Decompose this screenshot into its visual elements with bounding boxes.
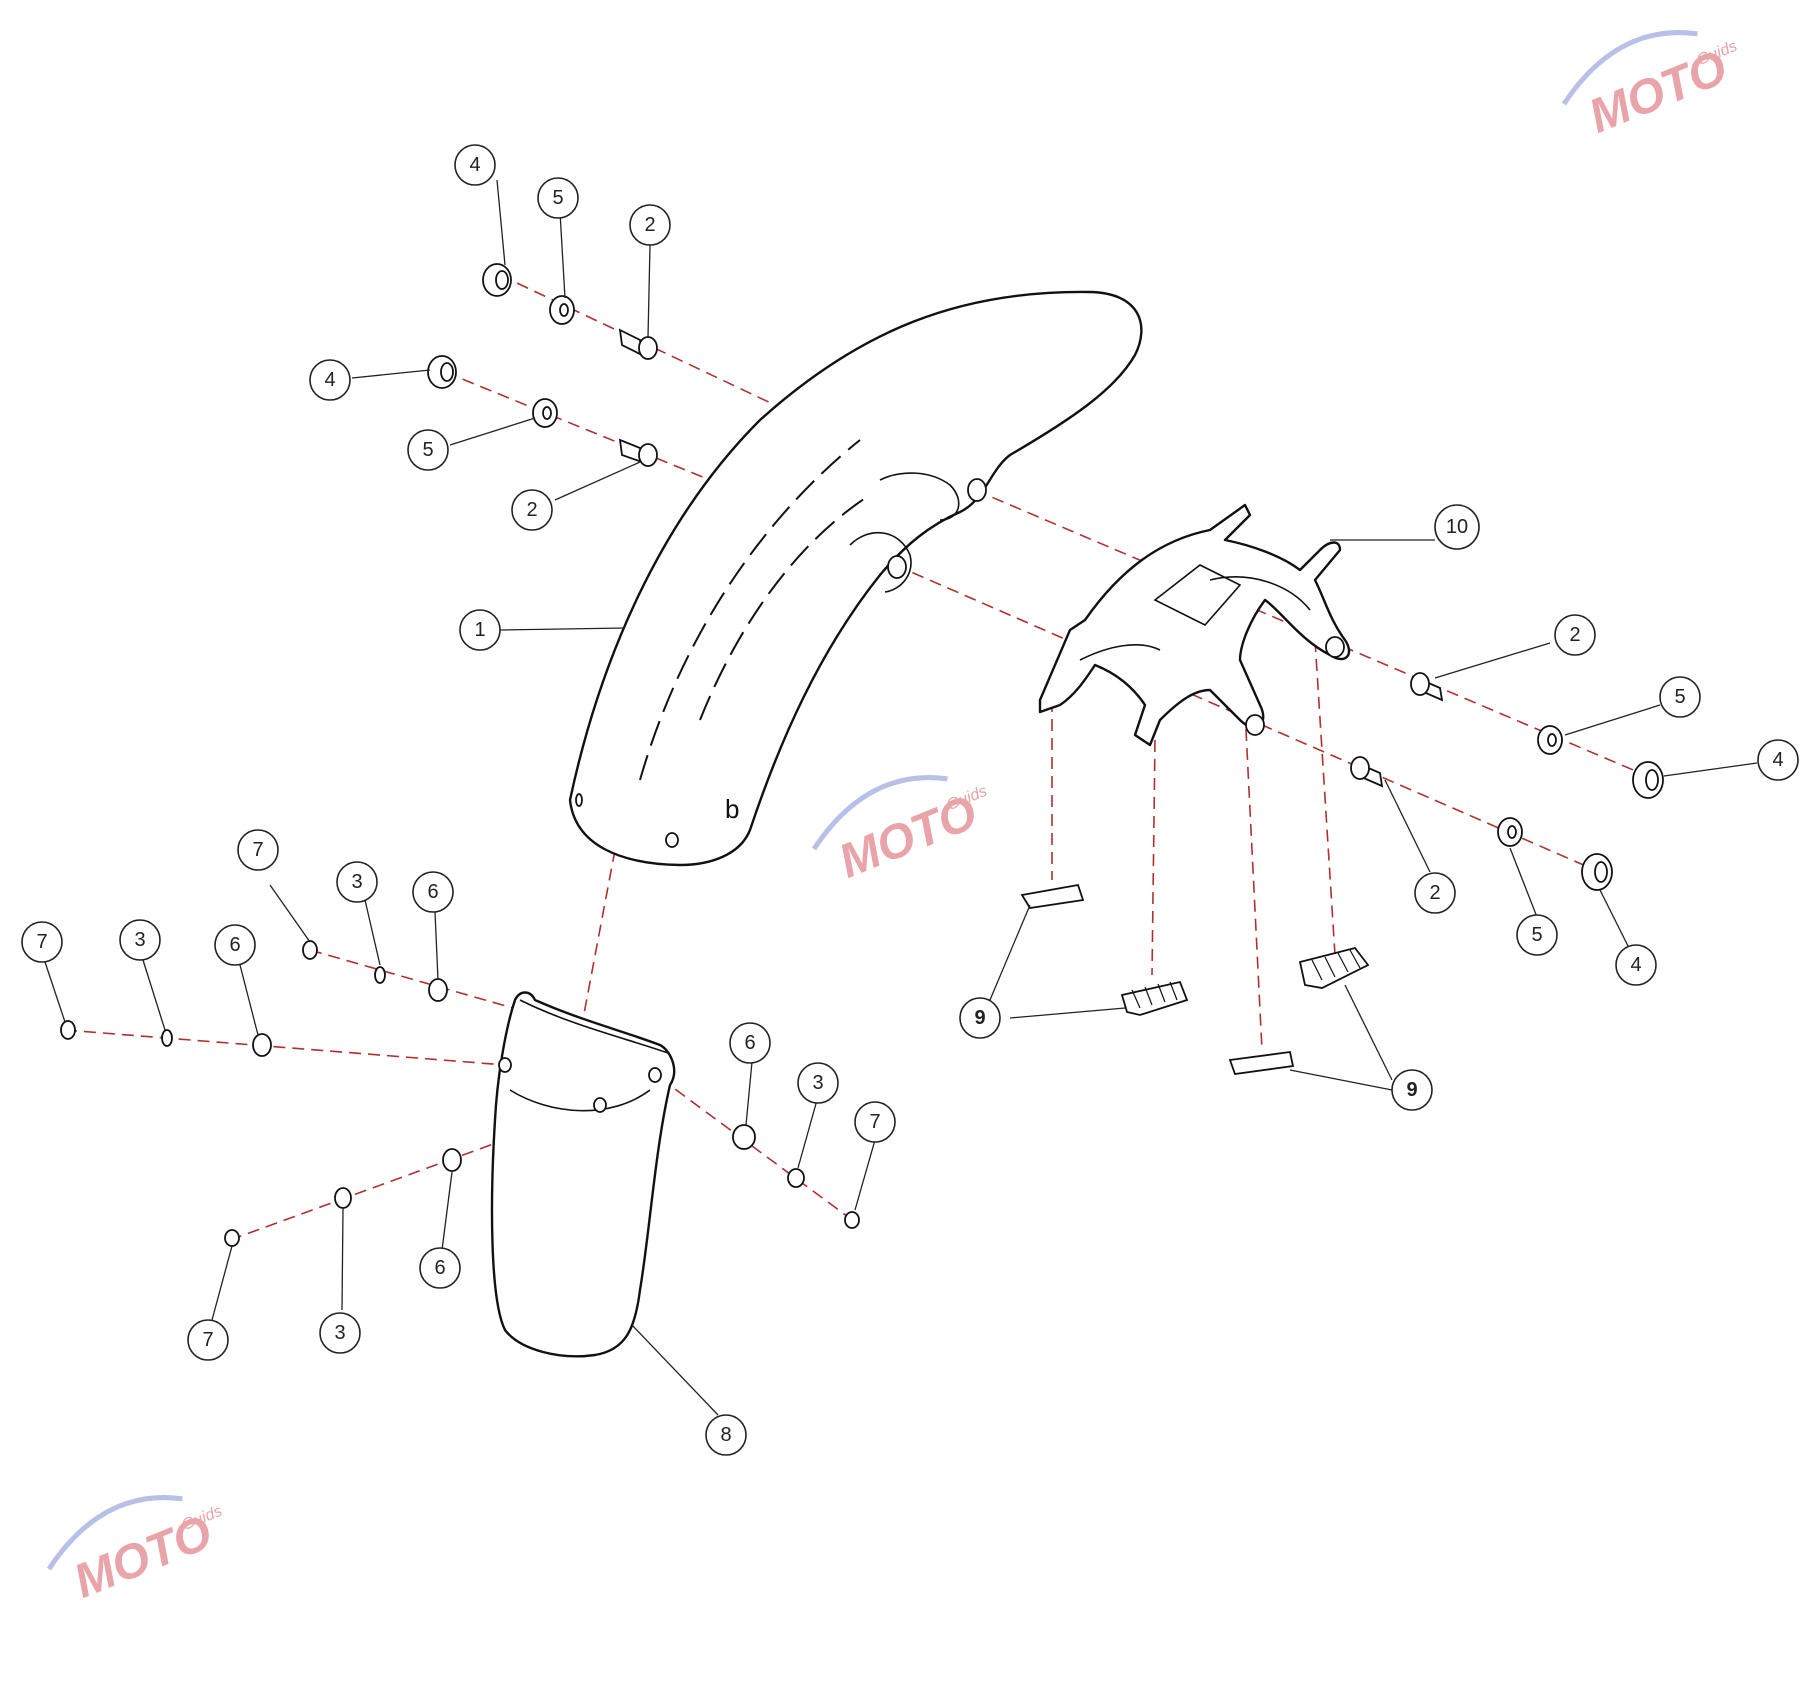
svg-text:3: 3 [134, 929, 145, 951]
svg-text:5: 5 [552, 187, 563, 209]
bolt [618, 438, 658, 467]
callout-1: 1 [459, 609, 501, 651]
screw [844, 1211, 860, 1229]
grommet [482, 263, 512, 297]
callout-5: 5 [407, 429, 449, 471]
spacer [428, 978, 448, 1002]
svg-text:2: 2 [1429, 882, 1440, 904]
svg-text:7: 7 [202, 1329, 213, 1351]
pad [1120, 980, 1189, 1016]
clip [374, 966, 386, 984]
svg-text:4: 4 [469, 154, 480, 176]
svg-text:6: 6 [229, 934, 240, 956]
callout-2: 2 [629, 204, 671, 246]
callout-2: 2 [1414, 872, 1456, 914]
svg-text:5: 5 [1674, 686, 1685, 708]
screw [224, 1229, 240, 1247]
bolt [1350, 756, 1384, 788]
svg-text:3: 3 [812, 1072, 823, 1094]
fender-mark-b: b [725, 794, 739, 824]
svg-text:3: 3 [351, 871, 362, 893]
fork-brace [1038, 503, 1351, 747]
svg-text:3: 3 [334, 1322, 345, 1344]
pad [1298, 946, 1370, 989]
svg-text:6: 6 [427, 881, 438, 903]
spacer [732, 1124, 756, 1150]
washer [549, 295, 575, 325]
callout-7: 7 [854, 1101, 896, 1143]
hardware-lower-left [60, 940, 860, 1247]
callout-8: 8 [705, 1414, 747, 1456]
svg-text:2: 2 [644, 214, 655, 236]
clip [334, 1187, 352, 1209]
callout-6: 6 [729, 1022, 771, 1064]
watermark-bottom-left: MOTO Guids [46, 1495, 225, 1609]
spacer [442, 1148, 462, 1172]
svg-text:7: 7 [252, 839, 263, 861]
callout-5: 5 [537, 177, 579, 219]
front-fender: b [568, 290, 1143, 867]
washer [1537, 725, 1563, 755]
callout-4: 4 [309, 359, 351, 401]
watermark-top-right: MOTO Guids [1561, 30, 1740, 144]
callout-9: 9 [959, 997, 1001, 1039]
svg-text:4: 4 [1630, 954, 1641, 976]
callout-3: 3 [336, 861, 378, 903]
callout-3: 3 [797, 1062, 839, 1104]
pad [1020, 883, 1085, 909]
callout-10: 10 [1434, 504, 1480, 550]
callout-5: 5 [1659, 676, 1701, 718]
callout-6: 6 [412, 871, 454, 913]
svg-text:4: 4 [1772, 749, 1783, 771]
svg-text:2: 2 [1569, 624, 1580, 646]
svg-text:4: 4 [324, 369, 335, 391]
svg-text:10: 10 [1446, 516, 1468, 538]
callout-4: 4 [1615, 944, 1657, 986]
bolt [618, 328, 658, 360]
clip [161, 1029, 173, 1047]
callout-4: 4 [454, 144, 496, 186]
washer [1497, 817, 1523, 847]
callout-9: 9 [1391, 1069, 1433, 1111]
svg-text:5: 5 [1531, 924, 1542, 946]
grommet [1581, 853, 1613, 891]
callout-3: 3 [319, 1312, 361, 1354]
callout-7: 7 [237, 829, 279, 871]
rubber-pads [1020, 883, 1370, 1075]
callout-3: 3 [119, 919, 161, 961]
grommet [1632, 761, 1664, 799]
svg-text:9: 9 [1406, 1079, 1417, 1101]
svg-text:7: 7 [869, 1111, 880, 1133]
leader-lines [44, 179, 1758, 1416]
bolt [1410, 672, 1444, 702]
callout-7: 7 [21, 921, 63, 963]
callout-2: 2 [1554, 614, 1596, 656]
svg-text:2: 2 [526, 499, 537, 521]
svg-text:7: 7 [36, 931, 47, 953]
screw [60, 1020, 76, 1040]
callout-5: 5 [1516, 914, 1558, 956]
svg-text:8: 8 [720, 1424, 731, 1446]
callout-7: 7 [187, 1319, 229, 1361]
spacer [252, 1033, 272, 1057]
callout-4: 4 [1757, 739, 1799, 781]
svg-text:6: 6 [744, 1032, 755, 1054]
svg-text:5: 5 [422, 439, 433, 461]
hardware-upper-left [427, 263, 658, 467]
mudguard-extension [490, 991, 676, 1358]
callout-6: 6 [214, 924, 256, 966]
hardware-right [1350, 672, 1664, 891]
svg-text:1: 1 [474, 619, 485, 641]
clip [787, 1168, 805, 1188]
pad [1228, 1050, 1295, 1075]
grommet [427, 355, 457, 389]
svg-text:9: 9 [974, 1007, 985, 1029]
svg-text:6: 6 [434, 1257, 445, 1279]
screw [302, 940, 318, 960]
callout-6: 6 [419, 1247, 461, 1289]
washer [532, 398, 558, 428]
watermark-center: MOTO Guids [811, 775, 990, 889]
callout-2: 2 [511, 489, 553, 531]
